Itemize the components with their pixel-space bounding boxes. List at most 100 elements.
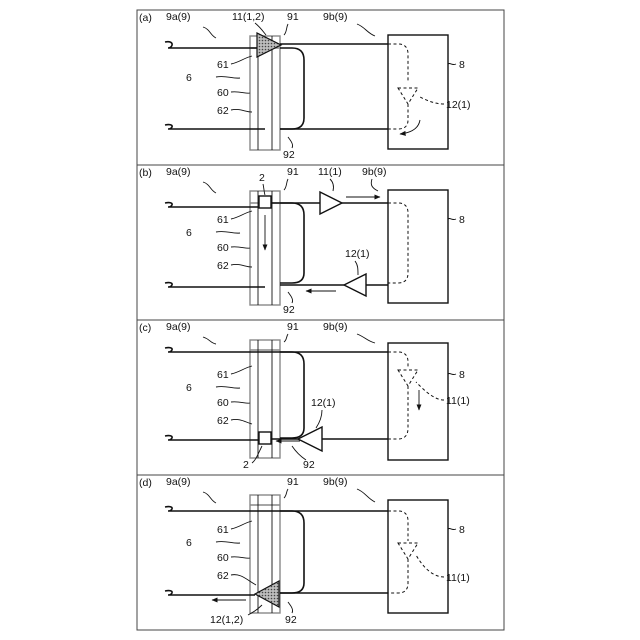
ref-8: 8 (459, 524, 465, 536)
leader (203, 27, 216, 38)
ref-9a: 9a(9) (166, 476, 191, 488)
ref-92: 92 (283, 304, 295, 316)
leader (448, 528, 456, 529)
ref-8: 8 (459, 369, 465, 381)
leader (216, 386, 240, 388)
leader (203, 492, 216, 503)
ref-91: 91 (287, 11, 299, 23)
leader (252, 446, 262, 463)
ref-61: 61 (217, 369, 229, 381)
line-9a-bottom (165, 436, 259, 440)
ref-60: 60 (217, 242, 229, 254)
leader (448, 373, 456, 374)
leader (231, 92, 250, 93)
leader (288, 137, 293, 148)
ref-9a: 9a(9) (166, 166, 191, 178)
ref-9a: 9a(9) (166, 321, 191, 333)
leader (216, 76, 240, 78)
ref-91: 91 (287, 476, 299, 488)
leader (231, 419, 252, 424)
ref-9b: 9b(9) (323, 476, 348, 488)
line-9a-bottom (165, 591, 255, 595)
leader (316, 410, 322, 428)
ref-61: 61 (217, 59, 229, 71)
panel-label: (b) (139, 167, 152, 179)
leader (284, 179, 288, 190)
ref-62: 62 (217, 260, 229, 272)
inner-label: 12(1) (446, 99, 471, 111)
ref-92: 92 (283, 149, 295, 161)
ref-8: 8 (459, 59, 465, 71)
ref-9b: 9b(9) (323, 11, 348, 23)
amplifier-11 (320, 192, 342, 214)
ref-91: 91 (287, 166, 299, 178)
ref-6: 6 (186, 72, 192, 84)
ref-6: 6 (186, 227, 192, 239)
ref-9a: 9a(9) (166, 11, 191, 23)
panel-a: (a) 11(1,2) 9a(9) 91 9b(9) 61 6 60 62 8 (137, 11, 504, 165)
leader (231, 247, 250, 248)
ref-62: 62 (217, 570, 229, 582)
ref-62: 62 (217, 105, 229, 117)
ref-61: 61 (217, 524, 229, 536)
line-9a-top (165, 507, 388, 511)
leader (371, 179, 378, 191)
ref-91: 91 (287, 321, 299, 333)
leader (330, 179, 334, 191)
panel-b: (b) 2 9a(9) 91 11(1) 9b(9) 61 6 60 (137, 166, 504, 320)
loop-connector (280, 511, 304, 593)
ref-60: 60 (217, 87, 229, 99)
unit-8 (388, 343, 448, 460)
leader (357, 24, 375, 36)
ref-60: 60 (217, 397, 229, 409)
inner-label: 11(1) (446, 395, 470, 407)
amplifier-unit (255, 581, 279, 607)
ref-92: 92 (303, 459, 315, 471)
ref-60: 60 (217, 552, 229, 564)
ref-61: 61 (217, 214, 229, 226)
ref-92: 92 (285, 614, 297, 626)
amplifier-12 (344, 274, 366, 296)
panel-d: (d) 9a(9) 91 9b(9) 61 6 60 62 8 11(1) 12… (139, 476, 470, 626)
leader (357, 334, 375, 343)
line-9a-top (165, 203, 258, 207)
leader (231, 575, 256, 585)
panel-label: (d) (139, 477, 152, 489)
leader (288, 602, 293, 613)
node-2 (259, 432, 271, 444)
leader (216, 231, 240, 233)
leader (231, 366, 252, 374)
loop-connector (280, 203, 304, 283)
unit-8 (388, 500, 448, 613)
node-label: 2 (259, 172, 265, 184)
leader (355, 261, 358, 275)
loop-connector (280, 352, 304, 438)
inner-label: 11(1) (446, 572, 470, 584)
amp-bottom-label: 12(1) (345, 248, 370, 260)
leader (203, 337, 216, 344)
amp-bottom-label: 12(1) (311, 397, 336, 409)
ref-6: 6 (186, 537, 192, 549)
leader (231, 211, 252, 219)
unit-8 (388, 190, 448, 303)
amp-top-label: 11(1) (318, 166, 342, 178)
leader (263, 184, 265, 195)
unit-8 (388, 35, 448, 149)
ref-9b: 9b(9) (323, 321, 348, 333)
leader (284, 489, 288, 498)
leader (448, 218, 456, 219)
leader (203, 182, 216, 193)
ref-6: 6 (186, 382, 192, 394)
leader (231, 264, 252, 267)
leader (448, 63, 456, 64)
leader (216, 541, 240, 543)
leader (231, 109, 252, 112)
leader (231, 402, 250, 403)
panel-c: (c) 2 9a(9) 91 9b(9) 61 6 60 62 8 (137, 321, 504, 475)
ref-8: 8 (459, 214, 465, 226)
leader (288, 292, 293, 303)
leader (357, 489, 375, 502)
amplifier-12 (298, 427, 322, 451)
leader (231, 56, 252, 64)
